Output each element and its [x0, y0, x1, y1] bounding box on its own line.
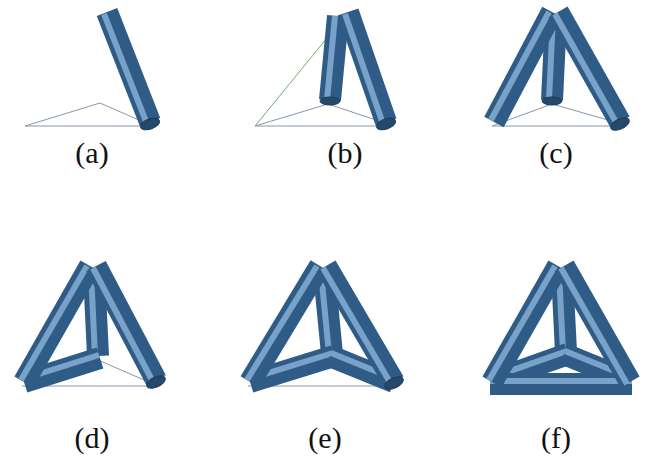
- rod-highlight: [490, 378, 632, 384]
- rod-highlight: [21, 266, 87, 380]
- guide-line: [25, 103, 148, 126]
- panel-label: (b): [328, 138, 363, 168]
- rod-highlight: [561, 268, 627, 384]
- rod-highlight: [247, 266, 317, 380]
- panel-a-figure: [25, 12, 161, 132]
- guide-line: [492, 126, 622, 127]
- cylinder-rod: [348, 12, 386, 122]
- cylinder-rod: [107, 12, 150, 122]
- panel-label: (f): [541, 423, 571, 453]
- rod-end: [542, 97, 562, 105]
- rod-highlight: [104, 14, 147, 124]
- panel-label: (a): [75, 138, 108, 168]
- guide-line: [255, 126, 388, 127]
- rod-highlight: [489, 266, 555, 380]
- panel-f-figure: [489, 266, 632, 384]
- rod-end: [609, 115, 631, 133]
- rod-highlight: [555, 14, 617, 124]
- rod-highlight: [345, 14, 383, 124]
- guide-line: [255, 16, 345, 126]
- panel-label: (d): [75, 423, 110, 453]
- cylinder-rod: [326, 266, 394, 382]
- guide-line: [255, 104, 388, 126]
- rod-highlight: [93, 268, 153, 382]
- rod-end: [145, 373, 167, 391]
- panel-b-figure: [255, 12, 397, 132]
- cylinder-rod: [564, 266, 630, 382]
- rod-highlight: [323, 268, 391, 384]
- cylinder-rod: [558, 12, 620, 122]
- panel-e-figure: [247, 266, 405, 392]
- panel-d-figure: [21, 266, 167, 391]
- rod-end: [320, 97, 340, 105]
- cylinder-rod: [96, 266, 156, 380]
- panel-label: (c): [539, 138, 572, 168]
- panel-label: (e): [308, 423, 341, 453]
- cylinder-rod: [490, 373, 632, 395]
- rod-end: [139, 116, 161, 132]
- panel-c-figure: [491, 12, 631, 133]
- rod-end: [375, 116, 397, 132]
- rod-highlight: [327, 16, 335, 100]
- guide-line: [25, 126, 148, 127]
- rod-end: [383, 374, 405, 392]
- rod-highlight: [491, 12, 549, 120]
